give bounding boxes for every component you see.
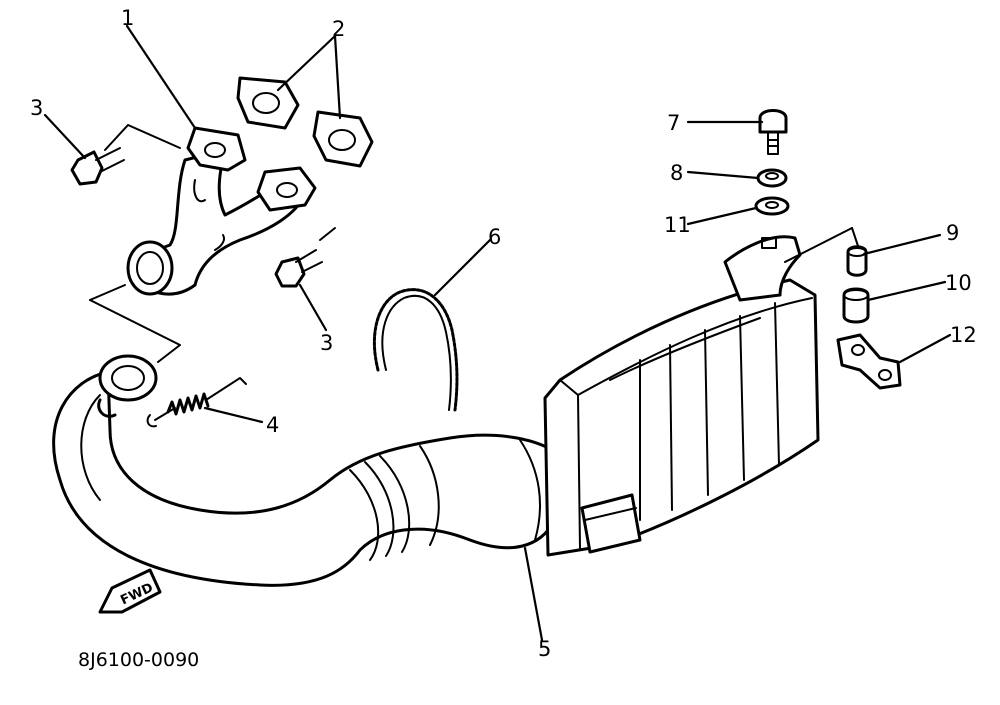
- assembly-guide-lines: [89, 124, 859, 363]
- bolt-7-drawing: [758, 109, 788, 155]
- washer-11-drawing: [754, 196, 790, 216]
- muffler-drawing: [543, 235, 820, 557]
- callout-labels: 1 2 3 3 4 5 6 7 8 9 10 11 12: [30, 6, 977, 661]
- callout-2: 2: [332, 17, 345, 41]
- drawing-code: 8J6100-0090: [78, 649, 199, 671]
- damper-10-drawing: [842, 287, 870, 324]
- callout-8: 8: [670, 161, 683, 185]
- callout-4: 4: [266, 413, 279, 437]
- gaskets-drawing: [236, 76, 374, 168]
- callout-11: 11: [664, 213, 691, 237]
- nut-8-drawing: [756, 168, 788, 188]
- manifold-drawing: [126, 126, 317, 296]
- cord-drawing: [373, 288, 459, 412]
- callout-12: 12: [950, 323, 977, 347]
- callout-3-upper: 3: [30, 96, 43, 120]
- bolt-lower-drawing: [274, 249, 323, 288]
- callout-3-lower: 3: [320, 331, 333, 355]
- exhaust-pipe-drawing: [52, 354, 562, 587]
- callout-1: 1: [121, 6, 134, 30]
- leader-lines: [43, 24, 952, 642]
- fwd-direction-arrow: FWD: [98, 568, 162, 614]
- bolt-left-drawing: [70, 147, 125, 186]
- callout-9: 9: [946, 221, 959, 245]
- callout-6: 6: [488, 225, 501, 249]
- callout-7: 7: [667, 111, 680, 135]
- damper-9-drawing: [846, 245, 868, 277]
- callout-5: 5: [538, 637, 551, 661]
- bracket-12-drawing: [836, 333, 902, 390]
- callout-10: 10: [945, 271, 972, 295]
- spring-drawing: [146, 377, 247, 428]
